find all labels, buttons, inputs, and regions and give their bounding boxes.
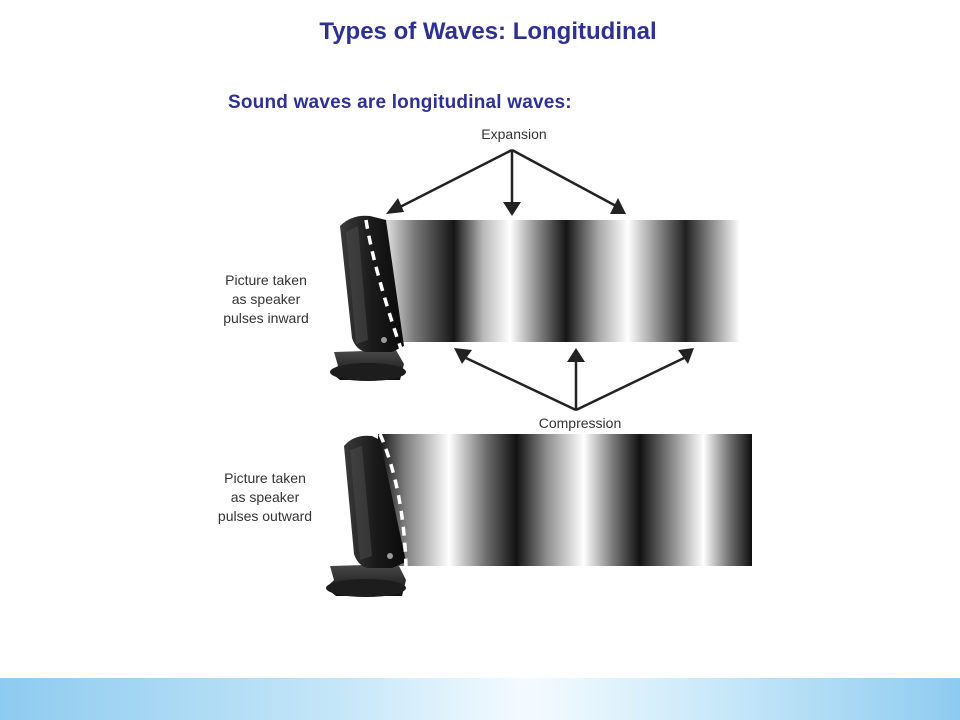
caption-inward-line-2: as speaker (232, 291, 301, 307)
caption-outward-line-1: Picture taken (224, 470, 306, 486)
caption-inward-line-3: pulses inward (223, 310, 309, 326)
footer-bar (0, 678, 960, 720)
wave-band-bottom (378, 434, 752, 566)
caption-inward-line-1: Picture taken (225, 272, 307, 288)
caption-inward: Picture taken as speaker pulses inward (223, 272, 309, 326)
caption-outward-line-2: as speaker (231, 489, 300, 505)
wave-band-top (378, 220, 740, 342)
expansion-arrows (386, 148, 626, 216)
slide-title: Types of Waves: Longitudinal (319, 18, 657, 45)
caption-outward: Picture taken as speaker pulses outward (218, 470, 312, 524)
slide-subtitle: Sound waves are longitudinal waves: (228, 92, 572, 113)
compression-arrows (454, 348, 694, 412)
speaker-inward (330, 215, 406, 381)
label-expansion: Expansion (481, 126, 546, 142)
speaker-outward (326, 433, 408, 597)
caption-outward-line-3: pulses outward (218, 508, 312, 524)
label-compression: Compression (539, 415, 621, 431)
